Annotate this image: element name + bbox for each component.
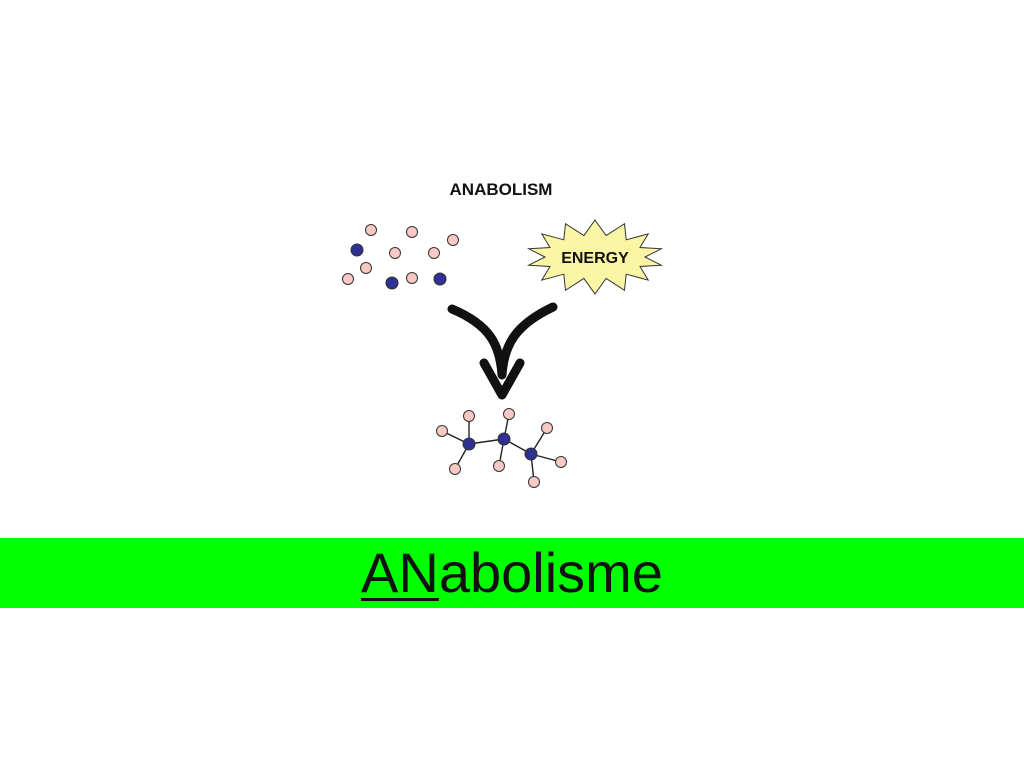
product-small-atom — [436, 425, 448, 437]
diagram-title: ANABOLISM — [450, 180, 553, 199]
energy-label: ENERGY — [561, 250, 629, 267]
caption-text: ANabolisme — [361, 545, 663, 601]
product-small-atom — [541, 422, 553, 434]
energy-burst-shape — [526, 219, 664, 295]
caption-suffix: abolisme — [438, 541, 663, 604]
converging-arrow — [447, 302, 558, 400]
large-atom — [350, 243, 364, 257]
reactant-molecules — [342, 224, 459, 290]
small-atom — [406, 272, 418, 284]
product-atoms — [436, 408, 567, 488]
product-small-atom — [449, 463, 461, 475]
product-large-atom — [462, 437, 476, 451]
small-atom — [389, 247, 401, 259]
energy-burst: ENERGY — [526, 219, 664, 295]
product-molecule — [436, 408, 567, 488]
small-atom — [342, 273, 354, 285]
product-small-atom — [503, 408, 515, 420]
small-atom — [360, 262, 372, 274]
large-atom — [385, 276, 399, 290]
product-small-atom — [555, 456, 567, 468]
product-large-atom — [497, 432, 511, 446]
large-atom — [433, 272, 447, 286]
product-small-atom — [528, 476, 540, 488]
caption-banner: ANabolisme — [0, 538, 1024, 608]
small-atom — [447, 234, 459, 246]
small-atom — [365, 224, 377, 236]
product-small-atom — [463, 410, 475, 422]
arrow-head — [479, 358, 525, 400]
converging-arrow-path — [447, 302, 558, 380]
caption-prefix: AN — [361, 541, 439, 604]
small-atom — [406, 226, 418, 238]
small-atom — [428, 247, 440, 259]
product-large-atom — [524, 447, 538, 461]
product-small-atom — [493, 460, 505, 472]
